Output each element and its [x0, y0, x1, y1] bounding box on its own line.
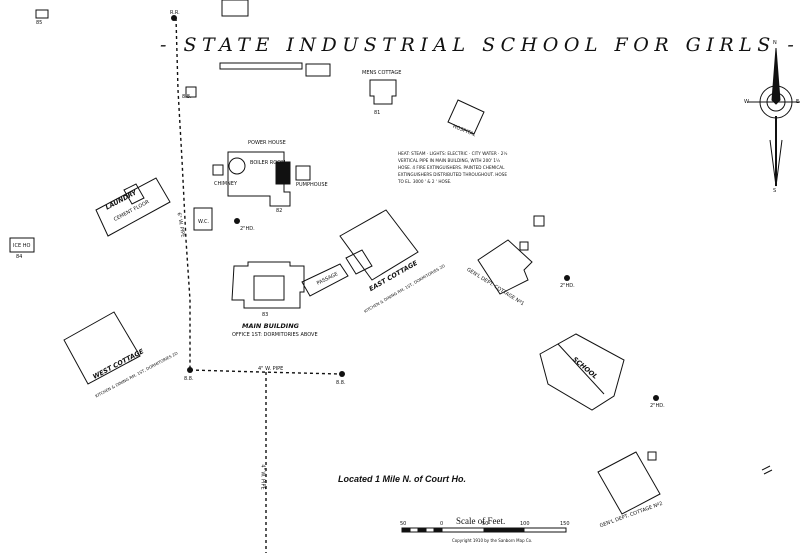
label-number-81: 81 [374, 110, 381, 116]
gen-dept-1-annex [519, 241, 529, 251]
small-shed-2 [185, 86, 197, 98]
gen-dept-2-annex [647, 451, 657, 461]
label-edge-88b: 8.8. [336, 380, 346, 386]
ice-house-outline [9, 237, 35, 253]
west-cottage-outline [63, 311, 141, 385]
label-hydrant-3: 2"HD. [650, 403, 665, 409]
label-pipe-south: 4" W. PIPE [259, 464, 266, 490]
label-hydrant-2: 2"HD. [560, 283, 575, 289]
label-boiler-room: BOILER ROOM [250, 160, 286, 166]
scale-tick-4: 150 [560, 521, 570, 527]
label-wc: W.C. [198, 219, 210, 225]
small-square [533, 215, 545, 227]
main-building-outline [231, 261, 305, 309]
chimney-block [212, 164, 224, 176]
school-ridge [557, 343, 605, 395]
scale-tick-2: 50 [482, 521, 489, 527]
compass-n: N [773, 40, 777, 46]
school-outline [539, 333, 625, 411]
laundry-outline [95, 177, 171, 237]
label-number-85: 85 [36, 20, 43, 26]
compass-s: S [773, 188, 777, 194]
pumphouse [295, 165, 311, 181]
coal-bin [275, 161, 291, 185]
hydrant-dot [653, 395, 659, 401]
east-cottage-outline [339, 209, 419, 281]
label-pipe-east: 4" W. PIPE [258, 366, 284, 372]
map-title: - STATE INDUSTRIAL SCHOOL FOR GIRLS - [160, 34, 800, 56]
label-number-84: 84 [16, 254, 23, 260]
hydrant-cluster [761, 465, 773, 475]
label-chimney: CHIMNEY [214, 181, 237, 187]
compass-e: E [796, 99, 800, 105]
label-edge-88a: 8.8. [184, 376, 194, 382]
strip-building [219, 62, 303, 70]
small-shed [305, 63, 331, 77]
hydrant-dot [339, 371, 345, 377]
hydrant-dot [171, 15, 177, 21]
label-number-82: 82 [276, 208, 283, 214]
boiler-circle [228, 157, 246, 175]
water-pipe-north [175, 17, 191, 370]
main-building-inner [253, 275, 285, 301]
hydrant-dot [187, 367, 193, 373]
label-edge-88c: 8.8. [182, 94, 192, 100]
label-services-note: HEAT: STEAM · LIGHTS: ELECTRIC · CITY WA… [398, 151, 508, 184]
gen-dept-2-outline [597, 451, 661, 515]
label-main-building-sub: OFFICE 1ST: DORMITORIES ABOVE [232, 332, 318, 338]
mens-cottage-outline [369, 79, 397, 105]
label-ice-ho: ICE HO [13, 243, 31, 249]
location-note: Located 1 Mile N. of Court Ho. [338, 474, 467, 484]
compass-rose [748, 47, 800, 187]
gen-dept-1-outline [477, 239, 533, 295]
hospital-outline [447, 99, 485, 135]
label-main-building: MAIN BUILDING [242, 322, 300, 330]
hydrant-dot [234, 218, 240, 224]
compass-w: W [744, 99, 749, 105]
top-building [221, 0, 249, 17]
label-mens-cottage: MENS COTTAGE [362, 70, 402, 76]
hydrant-dot [564, 275, 570, 281]
wc-outline [193, 207, 213, 231]
passage-outline [301, 263, 349, 297]
label-edge-rr: R.R. [170, 10, 180, 16]
laundry-wing [123, 183, 145, 205]
label-number-83: 83 [262, 312, 269, 318]
scale-bar [401, 527, 567, 533]
east-cottage-wing [345, 249, 373, 275]
label-hydrant-1: 2"HD. [240, 226, 255, 232]
copyright: Copyright 1910 by the Sanborn Map Co. [452, 538, 533, 543]
label-pumphouse: PUMPHOUSE [296, 182, 328, 188]
corner-marker [35, 9, 49, 19]
label-power-house: POWER HOUSE [248, 140, 286, 146]
scale-tick-1: 0 [440, 521, 444, 527]
scale-title: Scale of Feet. [456, 516, 506, 526]
scale-tick-3: 100 [520, 521, 530, 527]
scale-tick-0: 50 [400, 521, 407, 527]
